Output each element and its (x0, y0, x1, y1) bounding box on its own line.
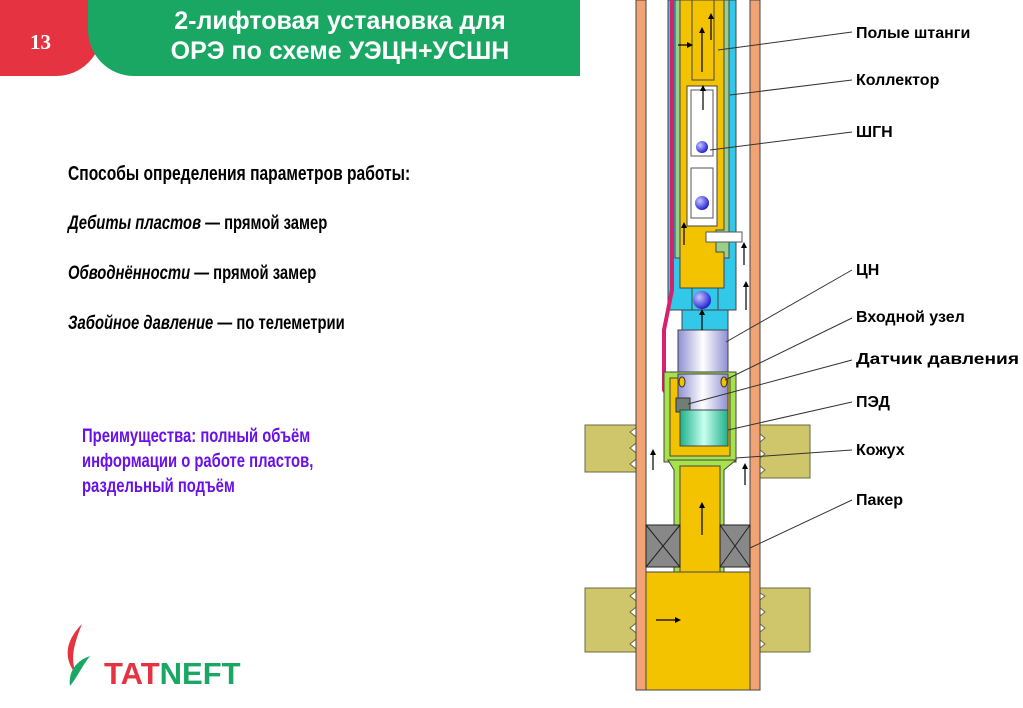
flame-leaf-icon (69, 656, 90, 686)
label-sucker-pump: ШГН (856, 124, 893, 141)
pump-inner-lower (690, 167, 714, 219)
formation-upper (584, 424, 811, 479)
formation-lower (584, 587, 811, 653)
diagram-labels: Полые штанги Коллектор ШГН ЦН Входной уз… (856, 25, 1019, 509)
advantages-line-3: раздельный подъём (82, 476, 235, 497)
tatneft-logo: TATNEFT (67, 624, 241, 691)
label-shroud: Кожух (856, 442, 905, 459)
flame-icon (67, 624, 82, 674)
methods-heading: Способы определения параметров работы: (68, 163, 411, 185)
collector-return-channel (705, 231, 743, 243)
label-centrifugal-pump: ЦН (856, 262, 879, 279)
label-motor: ПЭД (856, 394, 890, 411)
advantages-line-2: информации о работе пластов, (82, 451, 314, 472)
logo-text: TATNEFT (104, 656, 241, 691)
slide-number-badge: 13 (0, 0, 102, 76)
centrifugal-pump-body (681, 309, 729, 331)
inlet-hole-right (720, 376, 728, 388)
motor-body (679, 409, 729, 447)
method-row-watercut: Обводнённости — прямой замер (68, 263, 386, 285)
method-term: Дебиты пластов (68, 213, 202, 234)
hollow-rod (691, 0, 715, 81)
method-value: — прямой замер (201, 213, 328, 234)
casing-left (635, 0, 647, 691)
method-term: Обводнённости (68, 263, 191, 284)
title-banner: 2-лифтовая установка для ОРЭ по схеме УЭ… (88, 0, 580, 76)
lower-zone-fill (645, 571, 751, 691)
flow-arrows (650, 13, 749, 623)
label-packer: Пакер (856, 492, 903, 509)
method-value: — прямой замер (190, 263, 317, 284)
method-term: Забойное давление (68, 313, 214, 334)
title-line-1: 2-лифтовая установка для (174, 7, 506, 35)
method-row-pressure: Забойное давление — по телеметрии (68, 313, 423, 335)
advantages-line-1: Преимущества: полный объём (82, 426, 311, 447)
inlet-hole-left (678, 376, 686, 388)
casing-right (749, 0, 761, 691)
title-line-2: ОРЭ по схеме УЭЦН+УСШН (170, 37, 510, 65)
valve-ball-lower (693, 291, 711, 309)
equipment-diagram: Полые штанги Коллектор ШГН ЦН Входной уз… (584, 0, 1019, 691)
leader-lines (687, 31, 853, 549)
centrifugal-pump-cylinder (677, 329, 729, 375)
slide-number: 13 (30, 30, 51, 54)
label-pressure-sensor: Датчик давления (856, 351, 1019, 368)
label-inlet-unit: Входной узел (856, 309, 965, 326)
label-hollow-rods: Полые штанги (856, 25, 970, 42)
valve-ball-upper (696, 141, 708, 153)
method-value: — по телеметрии (213, 313, 345, 334)
method-row-rates: Дебиты пластов — прямой замер (68, 213, 400, 235)
valve-ball-middle (695, 196, 709, 210)
label-collector: Коллектор (856, 72, 940, 89)
shroud-tail-inner (679, 465, 721, 575)
